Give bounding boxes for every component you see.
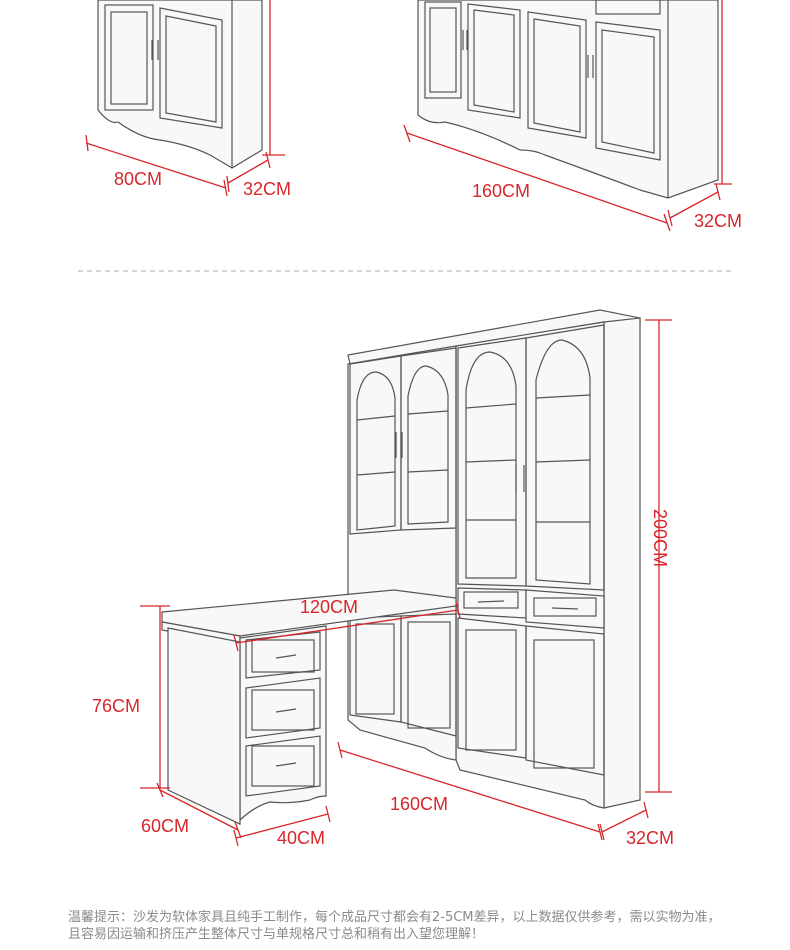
top-left-cabinet-drawing: [97, 0, 263, 169]
tip-line-2: 且容易因运输和挤压产生整体尺寸与单规格尺寸总和稍有出入望您理解！: [68, 927, 485, 942]
bottom-cabinet-width-label: 160CM: [390, 794, 449, 814]
total-height-label: 200CM: [650, 509, 670, 568]
bottom-cabinet-depth-label: 32CM: [626, 828, 675, 848]
top-right-depth-label: 32CM: [694, 211, 743, 231]
tip-line-1: 温馨提示：沙发为软体家具且纯手工制作，每个成品尺寸都会有2-5CM差异，以上数据…: [68, 910, 721, 925]
drawer-width-label: 40CM: [277, 828, 326, 848]
bookcase-desk-drawing: [161, 309, 641, 825]
dimension-lines: [85, 0, 732, 847]
desk-height-label: 76CM: [92, 696, 141, 716]
desk-depth-label: 60CM: [141, 816, 190, 836]
top-right-cabinet-drawing: [417, 0, 719, 199]
top-right-width-label: 160CM: [472, 181, 531, 201]
top-left-depth-label: 32CM: [243, 179, 292, 199]
top-left-width-label: 80CM: [114, 169, 163, 189]
desk-length-label: 120CM: [300, 597, 359, 617]
